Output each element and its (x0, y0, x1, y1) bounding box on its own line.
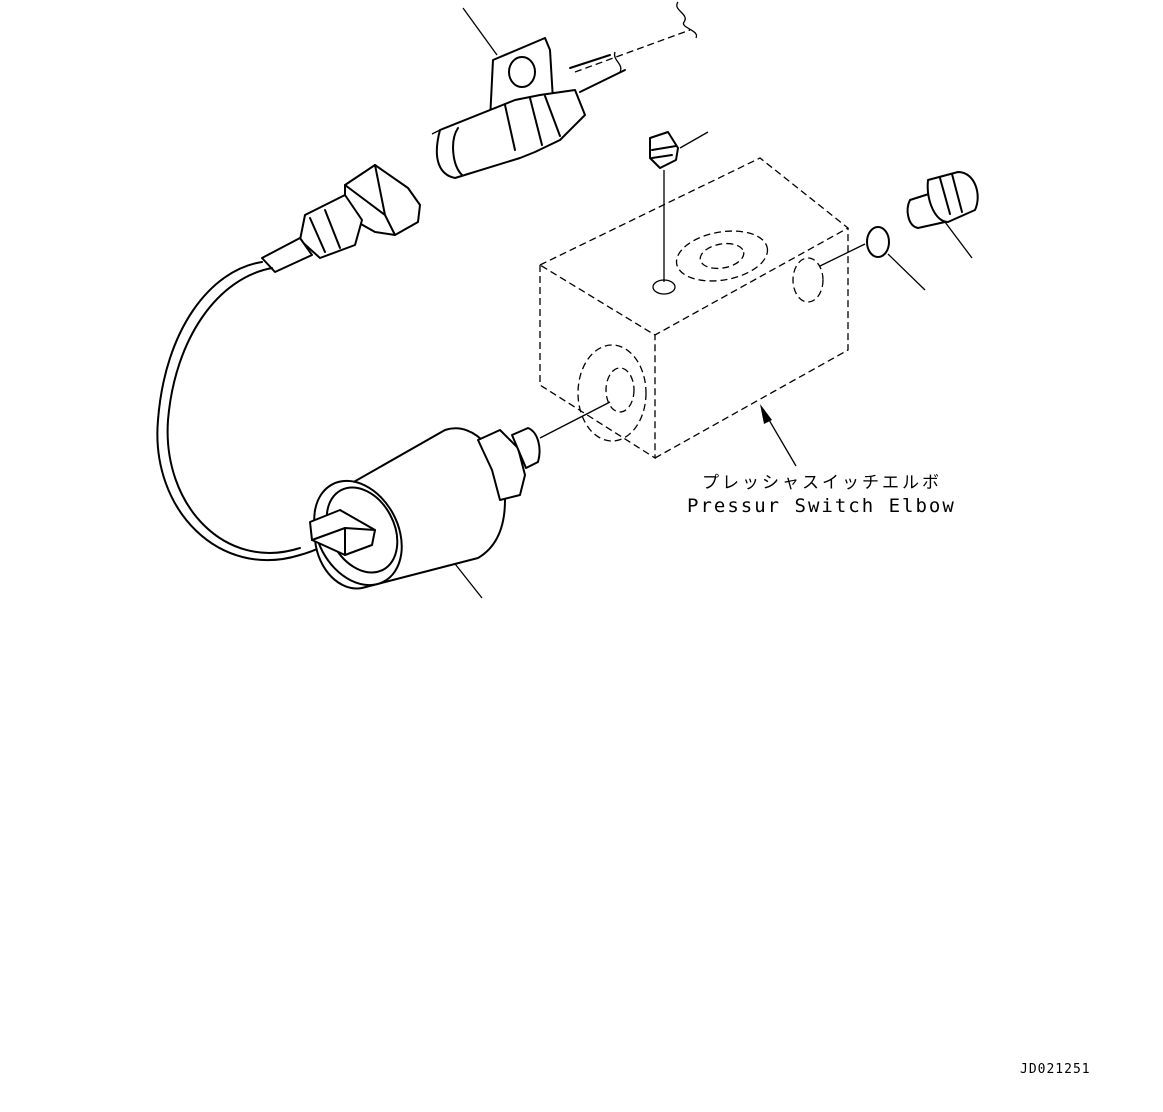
drawing-id: JD021251 (1020, 1062, 1091, 1077)
cable-loop (156, 261, 331, 562)
cable-loop-inner (166, 267, 301, 554)
leader-line-oring (887, 253, 926, 291)
screw-threads (651, 145, 677, 159)
block-top-port-inner (699, 242, 745, 270)
leader-line-plug (944, 221, 973, 259)
part-label-english: Pressur Switch Elbow (687, 495, 956, 517)
connector-boot-ribs (309, 209, 341, 253)
wire-break-mark-2 (613, 51, 622, 73)
clamp-hole (508, 56, 536, 88)
sensor-tip-edge (452, 127, 463, 176)
block-front-port (577, 344, 647, 442)
block-top-port (675, 230, 769, 282)
block-side-port (792, 257, 824, 303)
pressure-switch-part (309, 401, 611, 599)
sensor-ribs (504, 95, 561, 151)
elbow-block (538, 157, 866, 467)
cable-sleeve (261, 237, 313, 273)
switch-centerline (539, 401, 611, 439)
connector-edges (344, 164, 396, 236)
side-port-centerline (819, 243, 866, 267)
switch-terminal-edges (311, 527, 376, 556)
sensor-tip-line (431, 129, 441, 135)
o-ring-part (866, 226, 926, 291)
leader-line-clamp (462, 7, 498, 56)
bleed-screw-part (649, 131, 709, 282)
plug-part (906, 171, 979, 259)
block-top-face (538, 157, 850, 336)
plug-hex-edges (939, 173, 963, 215)
leader-line-screw (679, 131, 709, 149)
sensor-connector-cable (156, 164, 421, 562)
wire-segment (569, 54, 626, 93)
block-front-face (539, 265, 656, 460)
harness-clamp-part (431, 1, 698, 179)
wire-break-mark (676, 1, 698, 39)
block-arrowhead (760, 404, 772, 424)
wire-dash-top (574, 29, 691, 73)
block-right-face (654, 228, 849, 459)
switch-thread-stub (511, 427, 541, 469)
block-small-hole (652, 279, 676, 295)
screw-head (649, 131, 679, 169)
block-front-port-inner (605, 367, 635, 413)
switch-hex-nut (477, 429, 526, 501)
o-ring (866, 226, 890, 258)
plug-hex-head (926, 171, 979, 223)
part-label-japanese: プレッシャスイッチエルボ (702, 473, 942, 493)
